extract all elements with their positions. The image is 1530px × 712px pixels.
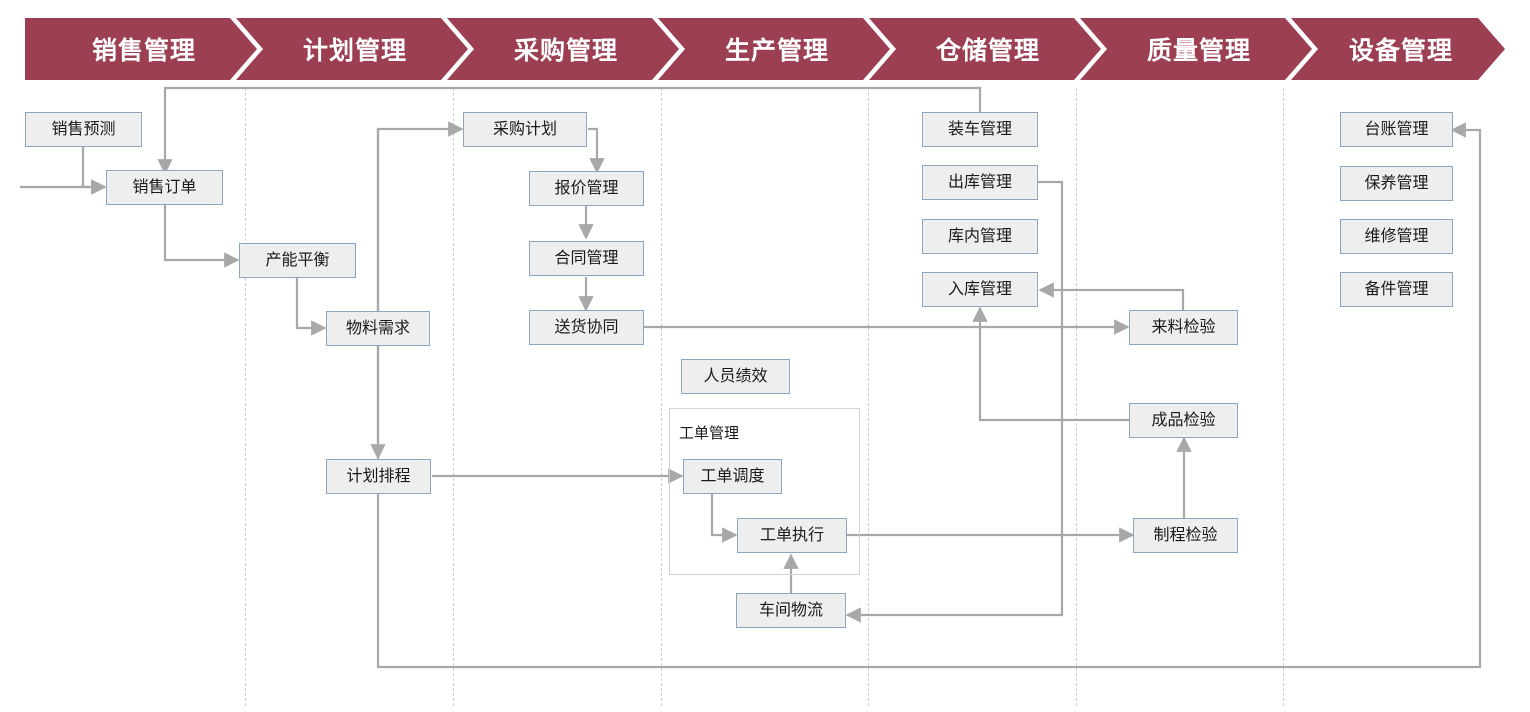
node-contract-management[interactable]: 合同管理 <box>529 241 644 276</box>
node-label: 产能平衡 <box>265 251 330 269</box>
node-sales-forecast[interactable]: 销售预测 <box>25 112 142 147</box>
node-label: 工单调度 <box>700 467 765 485</box>
wire-capacity-to-material <box>295 278 327 336</box>
node-label: 成品检验 <box>1151 411 1216 429</box>
phase-divider-4 <box>868 88 869 706</box>
node-label: 入库管理 <box>947 280 1012 298</box>
node-repair-management[interactable]: 维修管理 <box>1340 219 1453 254</box>
node-label: 采购计划 <box>492 120 557 138</box>
node-finished-inspection[interactable]: 成品检验 <box>1129 403 1238 438</box>
wire-incoming-to-inbound <box>1038 282 1185 310</box>
wire-salesorder-to-capacity <box>163 204 240 268</box>
wire-forecast-to-salesorder <box>81 146 107 195</box>
node-quote-management[interactable]: 报价管理 <box>529 171 644 206</box>
phase-divider-1 <box>245 88 246 706</box>
node-label: 出库管理 <box>947 173 1012 191</box>
node-maintenance-management[interactable]: 保养管理 <box>1340 166 1453 201</box>
node-label: 维修管理 <box>1364 227 1429 245</box>
phase-chevron-planning[interactable]: 计划管理 <box>236 18 468 80</box>
node-label: 保养管理 <box>1364 174 1429 192</box>
phase-banner: 销售管理 计划管理 采购管理 生产管理 仓储管理 质量管理 设备管理 <box>25 18 1505 80</box>
phase-label: 仓储管理 <box>935 37 1040 65</box>
phase-divider-2 <box>453 88 454 706</box>
phase-label: 生产管理 <box>724 37 829 65</box>
node-plan-schedule[interactable]: 计划排程 <box>326 459 431 494</box>
node-label: 报价管理 <box>554 179 619 197</box>
node-loading-management[interactable]: 装车管理 <box>922 112 1038 147</box>
node-label: 销售订单 <box>132 178 197 196</box>
node-delivery-collaboration[interactable]: 送货协同 <box>529 310 644 345</box>
node-label: 计划排程 <box>346 467 411 485</box>
node-capacity-balance[interactable]: 产能平衡 <box>239 243 356 278</box>
node-label: 来料检验 <box>1151 318 1216 336</box>
group-work-order-label: 工单管理 <box>679 425 740 442</box>
node-label: 装车管理 <box>947 120 1012 138</box>
node-workshop-logistics[interactable]: 车间物流 <box>736 593 846 628</box>
node-label: 物料需求 <box>345 319 410 337</box>
node-purchase-plan[interactable]: 采购计划 <box>463 112 587 147</box>
node-label: 合同管理 <box>554 249 619 267</box>
node-work-order-execution[interactable]: 工单执行 <box>737 518 847 553</box>
node-spare-parts-management[interactable]: 备件管理 <box>1340 272 1453 307</box>
node-label: 制程检验 <box>1153 526 1218 544</box>
phase-label: 采购管理 <box>513 37 618 65</box>
node-inbound-management[interactable]: 入库管理 <box>922 272 1038 307</box>
phase-chevron-sales[interactable]: 销售管理 <box>25 18 257 80</box>
node-material-demand[interactable]: 物料需求 <box>326 311 430 346</box>
node-label: 送货协同 <box>554 318 619 336</box>
phase-chevron-production[interactable]: 生产管理 <box>658 18 890 80</box>
phase-divider-3 <box>661 88 662 706</box>
wire-purchaseplan-to-quote <box>588 127 605 174</box>
node-label: 销售预测 <box>51 120 116 138</box>
phase-chevron-equipment[interactable]: 设备管理 <box>1291 18 1505 80</box>
group-work-order-management <box>669 408 860 575</box>
node-instock-management[interactable]: 库内管理 <box>922 219 1038 254</box>
phase-label: 质量管理 <box>1146 37 1251 65</box>
wire-bottom-return-loop <box>376 122 1482 669</box>
node-label: 库内管理 <box>947 227 1012 245</box>
node-incoming-inspection[interactable]: 来料检验 <box>1129 310 1238 345</box>
phase-label: 销售管理 <box>91 37 196 65</box>
node-ledger-management[interactable]: 台账管理 <box>1340 112 1453 147</box>
phase-chevron-quality[interactable]: 质量管理 <box>1080 18 1312 80</box>
node-staff-performance[interactable]: 人员绩效 <box>681 359 790 394</box>
node-label: 人员绩效 <box>703 367 768 385</box>
phase-divider-6 <box>1283 88 1284 706</box>
node-label: 工单执行 <box>759 526 824 544</box>
node-label: 台账管理 <box>1364 120 1429 138</box>
wire-finished-to-inbound <box>972 306 1130 422</box>
node-sales-order[interactable]: 销售订单 <box>106 170 223 205</box>
phase-divider-5 <box>1076 88 1077 706</box>
wire-spine-to-purchaseplan <box>376 121 464 475</box>
node-process-inspection[interactable]: 制程检验 <box>1133 518 1238 553</box>
phase-chevron-purchasing[interactable]: 采购管理 <box>447 18 679 80</box>
phase-chevron-warehouse[interactable]: 仓储管理 <box>869 18 1101 80</box>
phase-label: 计划管理 <box>302 37 407 65</box>
phase-label: 设备管理 <box>1348 37 1453 65</box>
node-work-order-dispatch[interactable]: 工单调度 <box>683 459 782 494</box>
node-label: 备件管理 <box>1364 280 1429 298</box>
node-outbound-management[interactable]: 出库管理 <box>922 165 1038 200</box>
node-label: 车间物流 <box>758 601 823 619</box>
